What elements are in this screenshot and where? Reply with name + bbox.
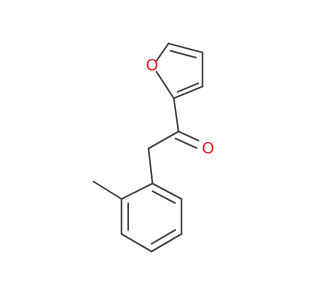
bond-carbonyl-c-ch2 [147,130,180,150]
bond-carbonyl-co-b [174,137,198,149]
bond-furan-o-c2 [155,71,175,100]
bond-carbonyl-co-a [177,130,200,142]
carbonyl-oxygen-label: O [202,139,215,158]
bond-furan-c4-c5 [167,42,204,54]
bond-benzene-c4-c5 [150,233,183,253]
bond-benzene-c4-c5-double [150,229,176,245]
molecule-structure: O O [92,42,215,253]
bond-benzene-c6-c1 [151,182,183,200]
bond-furan-c2-c3-double [176,82,200,93]
structure-canvas: O O [92,42,215,253]
bond-benzene-c1-c2 [120,182,154,200]
bond-methyl [92,180,123,200]
furan-oxygen-label: O [146,56,159,75]
bond-ch2-aryl [147,147,154,185]
bond-benzene-c6-c1-double [151,190,176,204]
bond-furan-c2-c3 [173,85,204,100]
bond-furan-c2-carbonyl-c [173,97,180,133]
bond-furan-c5-o [155,42,170,62]
bond-benzene-c3-c4 [120,233,153,253]
bond-furan-c4-c5-double [169,49,197,59]
